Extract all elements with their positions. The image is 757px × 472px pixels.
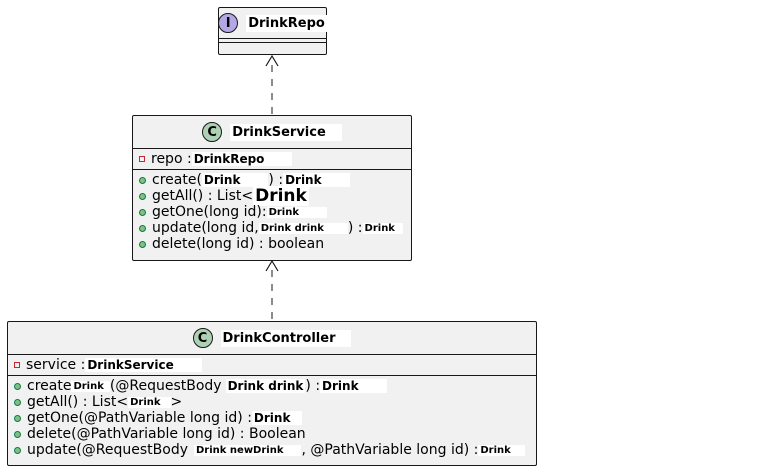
method-row: create( Drink ) : Drink [139, 172, 411, 188]
param-type: Drink drink [225, 379, 306, 393]
drink-controller-fields: service : DrinkService [8, 355, 536, 376]
generic-type: Drink [71, 380, 110, 392]
return-type: Drink [362, 222, 403, 234]
public-icon [139, 224, 146, 232]
method-text: getAll() : List< [27, 394, 129, 410]
service-to-repo-dependency [265, 54, 279, 114]
drink-controller-class[interactable]: C DrinkController service : DrinkService… [7, 321, 537, 466]
method-text: create( [152, 172, 202, 188]
public-icon [139, 240, 146, 248]
method-text: (@RequestBody [109, 378, 222, 394]
field-row: repo : DrinkRepo [139, 151, 411, 167]
method-row: delete(@PathVariable long id) : Boolean [14, 426, 536, 442]
public-icon [139, 176, 146, 184]
public-icon [14, 430, 21, 438]
param-type: Drink newDrink [194, 444, 302, 456]
return-type: Drink [283, 173, 350, 187]
field-type: DrinkRepo [191, 152, 293, 166]
generic-type: Drink [128, 396, 171, 408]
field-row: service : DrinkService [14, 357, 536, 373]
public-icon [14, 398, 21, 406]
drink-repo-header: I DrinkRepo [218, 8, 327, 39]
open-arrowhead-icon [265, 259, 279, 272]
method-row: getAll() : List< Drink [139, 186, 411, 206]
method-row: getOne(long id): Drink [139, 204, 411, 220]
return-type: Drink [320, 379, 387, 393]
drink-service-name: DrinkService [230, 123, 342, 141]
method-text: getOne(long id): [152, 204, 267, 220]
drink-service-methods: create( Drink ) : Drink getAll() : List<… [133, 170, 411, 254]
return-type: Drink [251, 411, 303, 425]
drink-controller-name: DrinkController [220, 329, 352, 347]
method-text: ) : [305, 378, 321, 394]
method-row: delete(long id) : boolean [139, 236, 411, 252]
method-text: create [27, 378, 72, 394]
drink-repo-name: DrinkRepo [246, 14, 327, 32]
interface-icon: I [218, 13, 239, 33]
method-text: getOne(@PathVariable long id) : [27, 410, 252, 426]
drink-controller-methods: create Drink (@RequestBody Drink drink )… [8, 376, 536, 460]
public-icon [14, 382, 21, 390]
param-type: Drink drink [258, 222, 348, 234]
field-name: repo : [151, 151, 192, 167]
method-text: ) : [268, 172, 284, 188]
private-icon [14, 362, 20, 368]
public-icon [14, 414, 21, 422]
return-type: Drink [253, 186, 309, 206]
open-arrowhead-icon [265, 54, 279, 67]
drink-controller-header: C DrinkController [8, 322, 536, 355]
drink-service-header: C DrinkService [133, 116, 411, 149]
method-text: ) : [347, 220, 363, 236]
method-text: getAll() : List< [152, 188, 254, 204]
controller-to-service-dependency [265, 259, 279, 319]
return-type: Drink [266, 206, 328, 218]
method-text: update(long id, [152, 220, 259, 236]
drink-repo-methods [219, 43, 326, 49]
method-text: > [170, 394, 183, 410]
method-row: getAll() : List< Drink > [14, 394, 536, 410]
method-row: update(@RequestBody Drink newDrink , @Pa… [14, 442, 536, 458]
method-text: delete(@PathVariable long id) : Boolean [27, 426, 306, 442]
method-text: , @PathVariable long id) : [301, 442, 479, 458]
public-icon [139, 208, 146, 216]
drink-repo-fields [219, 39, 326, 43]
drink-repo-interface[interactable]: I DrinkRepo [218, 7, 327, 55]
drink-service-class[interactable]: C DrinkService repo : DrinkRepo create( … [132, 115, 412, 261]
method-row: create Drink (@RequestBody Drink drink )… [14, 378, 536, 394]
field-type: DrinkService [85, 358, 202, 372]
drink-service-fields: repo : DrinkRepo [133, 149, 411, 170]
public-icon [139, 192, 146, 200]
method-row: getOne(@PathVariable long id) : Drink [14, 410, 536, 426]
method-text: delete(long id) : boolean [152, 236, 325, 252]
private-icon [139, 156, 145, 162]
method-row: update(long id, Drink drink ) : Drink [139, 220, 411, 236]
public-icon [14, 446, 21, 454]
method-text: update(@RequestBody [27, 442, 188, 458]
class-icon: C [192, 328, 213, 348]
param-type: Drink [201, 173, 269, 187]
field-name: service : [26, 357, 86, 373]
return-type: Drink [478, 444, 525, 456]
class-icon: C [202, 122, 223, 142]
